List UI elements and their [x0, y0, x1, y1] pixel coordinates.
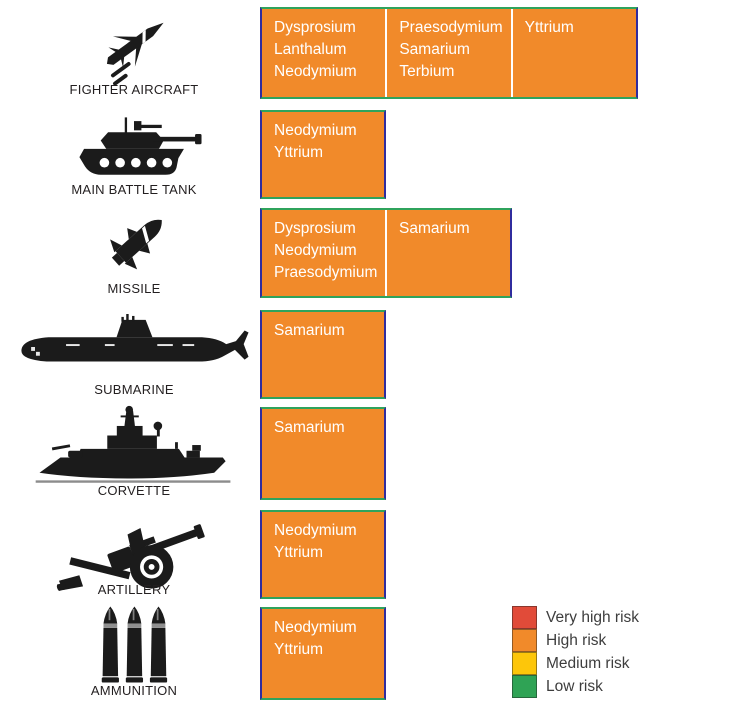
legend-item: Medium risk: [512, 652, 639, 675]
element-name: Neodymium: [274, 63, 357, 80]
equipment-cell: SUBMARINE: [8, 310, 260, 399]
element-name: Yttrium: [274, 544, 324, 561]
element-name: Dysprosium: [274, 19, 356, 36]
ammunition-icon: [91, 605, 177, 684]
equipment-label: FIGHTER AIRCRAFT: [69, 82, 199, 97]
equipment-cell: CORVETTE: [8, 405, 260, 500]
element-box-row: Samarium: [260, 407, 386, 500]
element-name: Samarium: [399, 220, 470, 237]
fighter-aircraft-icon: [88, 7, 180, 86]
equipment-cell: ARTILLERY: [8, 510, 260, 599]
risk-swatch: [512, 675, 537, 698]
element-name: Neodymium: [274, 619, 357, 636]
element-box: Samarium: [387, 210, 510, 296]
equipment-label: AMMUNITION: [90, 683, 178, 698]
element-name: Yttrium: [274, 144, 324, 161]
element-name: Lanthalum: [274, 41, 347, 58]
equipment-label: SUBMARINE: [94, 382, 174, 397]
corvette-icon: [32, 405, 236, 484]
element-box: Samarium: [262, 312, 384, 397]
element-name: Terbium: [399, 63, 455, 80]
element-box-row: Samarium: [260, 310, 386, 399]
element-name: Praesodymium: [399, 19, 503, 36]
element-name: Samarium: [399, 41, 470, 58]
equipment-cell: AMMUNITION: [8, 605, 260, 700]
element-box: Samarium: [262, 409, 384, 498]
element-name: Yttrium: [524, 19, 574, 36]
main-battle-tank-icon: [58, 110, 210, 183]
risk-label: Very high risk: [546, 608, 640, 626]
legend-item: Low risk: [512, 675, 639, 698]
equipment-label: CORVETTE: [97, 483, 171, 498]
element-name: Dysprosium: [274, 220, 356, 237]
equipment-cell: MAIN BATTLE TANK: [8, 110, 260, 199]
artillery-icon: [51, 510, 217, 591]
element-name: Samarium: [274, 419, 345, 436]
element-name: Neodymium: [274, 242, 357, 259]
equipment-label: MISSILE: [107, 281, 161, 296]
element-box: Yttrium: [512, 9, 636, 97]
element-name: Neodymium: [274, 522, 357, 539]
risk-label: Medium risk: [546, 654, 630, 672]
equipment-cell: FIGHTER AIRCRAFT: [8, 7, 260, 99]
element-name: Neodymium: [274, 122, 357, 139]
element-name: Yttrium: [274, 641, 324, 658]
legend-item: Very high risk: [512, 606, 639, 629]
submarine-icon: [14, 310, 254, 383]
risk-swatch: [512, 606, 537, 629]
element-name: Praesodymium: [274, 264, 378, 281]
risk-label: High risk: [546, 631, 607, 649]
risk-label: Low risk: [546, 677, 603, 695]
equipment-cell: MISSILE: [8, 208, 260, 298]
equipment-label: ARTILLERY: [97, 582, 171, 597]
equipment-label: MAIN BATTLE TANK: [71, 182, 197, 197]
element-name: Samarium: [274, 322, 345, 339]
risk-swatch: [512, 629, 537, 652]
risk-swatch: [512, 652, 537, 675]
missile-icon: [91, 208, 177, 282]
legend-item: High risk: [512, 629, 639, 652]
